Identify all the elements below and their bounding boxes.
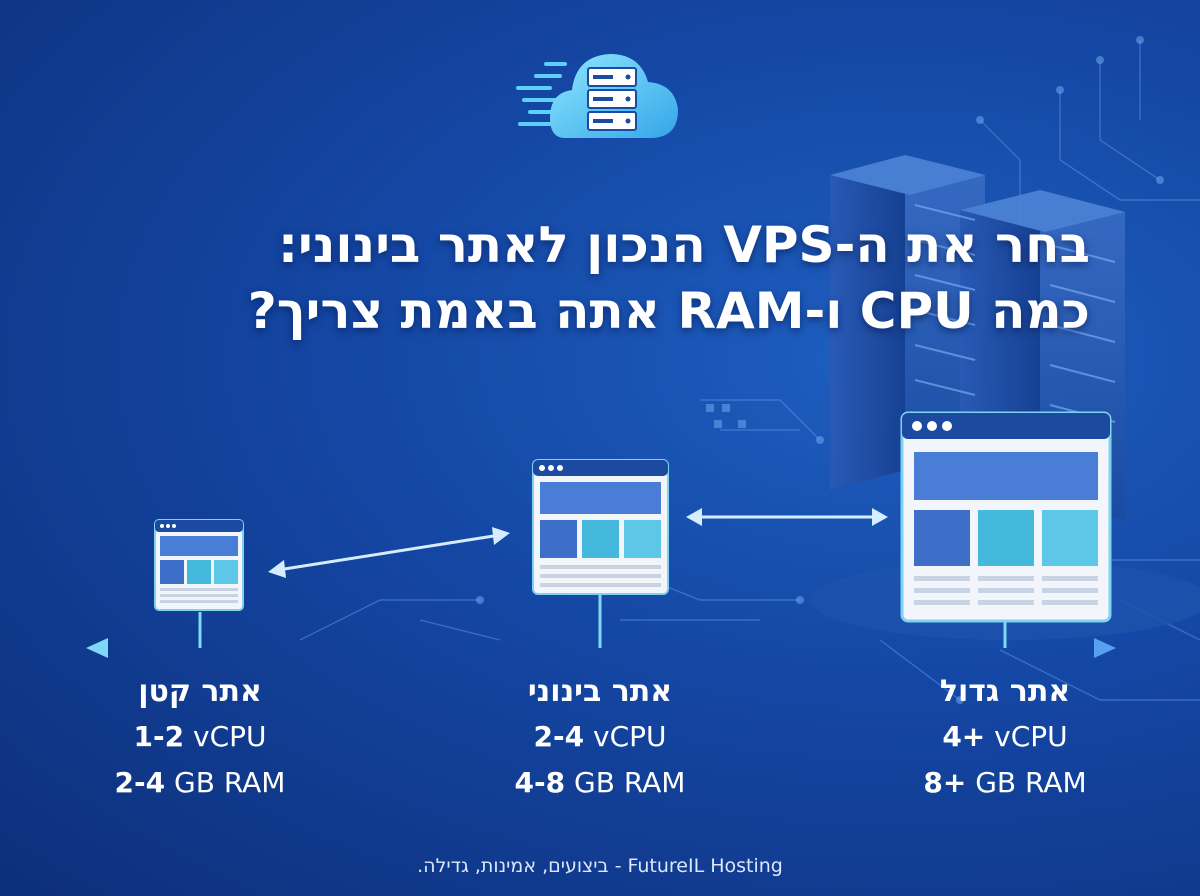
- browser-window-large: [900, 411, 1112, 623]
- page-title: בחר את ה-VPS הנכון לאתר בינוני: כמה CPU …: [60, 212, 1090, 344]
- footer-tagline: FutureIL Hosting - ביצועים, אמינות, גדיל…: [417, 855, 783, 877]
- tier-medium: אתר בינוני 2-4 vCPU 4-8 GB RAM: [450, 670, 750, 806]
- tier-ram: 4-8 GB RAM: [450, 760, 750, 806]
- tier-ram: 8+ GB RAM: [855, 760, 1155, 806]
- tier-large: אתר גדול 4+ vCPU 8+ GB RAM: [855, 670, 1155, 806]
- size-axis: [86, 592, 1116, 658]
- double-arrow-icon: [268, 508, 888, 578]
- tier-cpu: 4+ vCPU: [855, 714, 1155, 760]
- tier-ram-unit: GB RAM: [574, 766, 686, 799]
- tier-ram-value: 2-4: [114, 766, 166, 799]
- tier-cpu-unit: vCPU: [593, 720, 667, 753]
- page-title-line-2: כמה CPU ו-RAM אתה באמת צריך?: [247, 282, 1090, 340]
- tier-cpu-unit: vCPU: [994, 720, 1068, 753]
- circuit-nodes: [476, 36, 1164, 704]
- tier-ram-unit: GB RAM: [174, 766, 286, 799]
- tier-ram: 2-4 GB RAM: [50, 760, 350, 806]
- cloud-server-icon: [516, 54, 678, 138]
- tier-cpu-value: 1-2: [133, 720, 185, 753]
- tier-cpu-value: 4+: [942, 720, 986, 753]
- tier-name: אתר גדול: [939, 674, 1071, 709]
- tier-name: אתר בינוני: [527, 674, 673, 709]
- tier-ram-unit: GB RAM: [975, 766, 1087, 799]
- tier-small: אתר קטן 1-2 vCPU 2-4 GB RAM: [50, 670, 350, 806]
- page-title-line-1: בחר את ה-VPS הנכון לאתר בינוני:: [278, 216, 1090, 274]
- browser-window-medium: [532, 459, 669, 595]
- tier-ram-value: 8+: [923, 766, 967, 799]
- browser-window-small: [154, 519, 244, 611]
- tier-cpu: 1-2 vCPU: [50, 714, 350, 760]
- tier-cpu-unit: vCPU: [193, 720, 267, 753]
- tier-ram-value: 4-8: [514, 766, 566, 799]
- tier-name: אתר קטן: [138, 674, 262, 709]
- tier-cpu-value: 2-4: [533, 720, 585, 753]
- tier-cpu: 2-4 vCPU: [450, 714, 750, 760]
